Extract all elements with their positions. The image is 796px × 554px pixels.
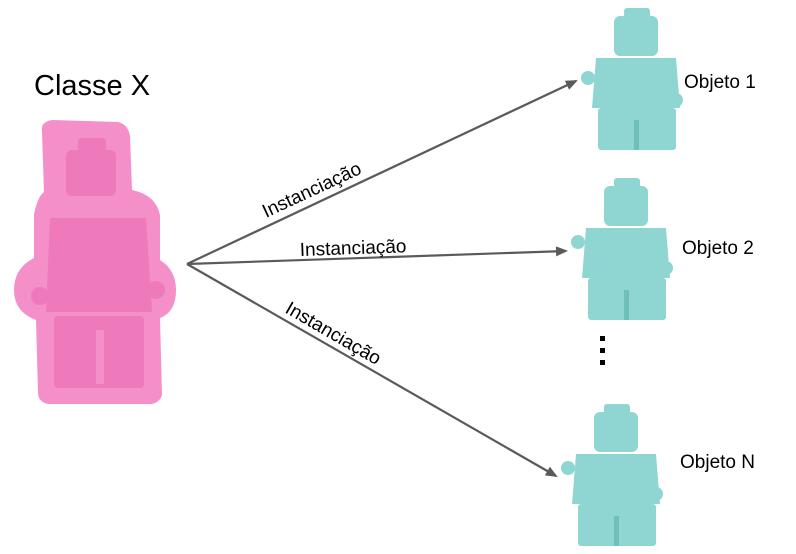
ellipsis-dot <box>599 360 605 365</box>
object-1-label: Objeto 1 <box>684 72 756 93</box>
arrow-to-object-2 <box>186 246 568 266</box>
class-mold-image <box>14 120 176 404</box>
object-1-figure-image <box>581 8 683 150</box>
object-2-figure-image <box>571 178 673 320</box>
ellipsis-dot <box>599 348 605 353</box>
object-n-label: Objeto N <box>680 452 755 473</box>
arrow-to-object-1 <box>186 80 578 265</box>
object-n-figure-image <box>561 404 663 546</box>
arrow-to-object-n <box>186 263 558 477</box>
edge-label-2: Instanciação <box>299 236 406 261</box>
edge-label-3: Instanciação <box>282 298 385 370</box>
class-title: Classe X <box>34 70 151 102</box>
ellipsis-dot <box>599 336 605 341</box>
object-2-label: Objeto 2 <box>682 238 754 259</box>
ellipsis-vertical <box>596 336 608 365</box>
edge-label-1: Instanciação <box>259 158 365 222</box>
